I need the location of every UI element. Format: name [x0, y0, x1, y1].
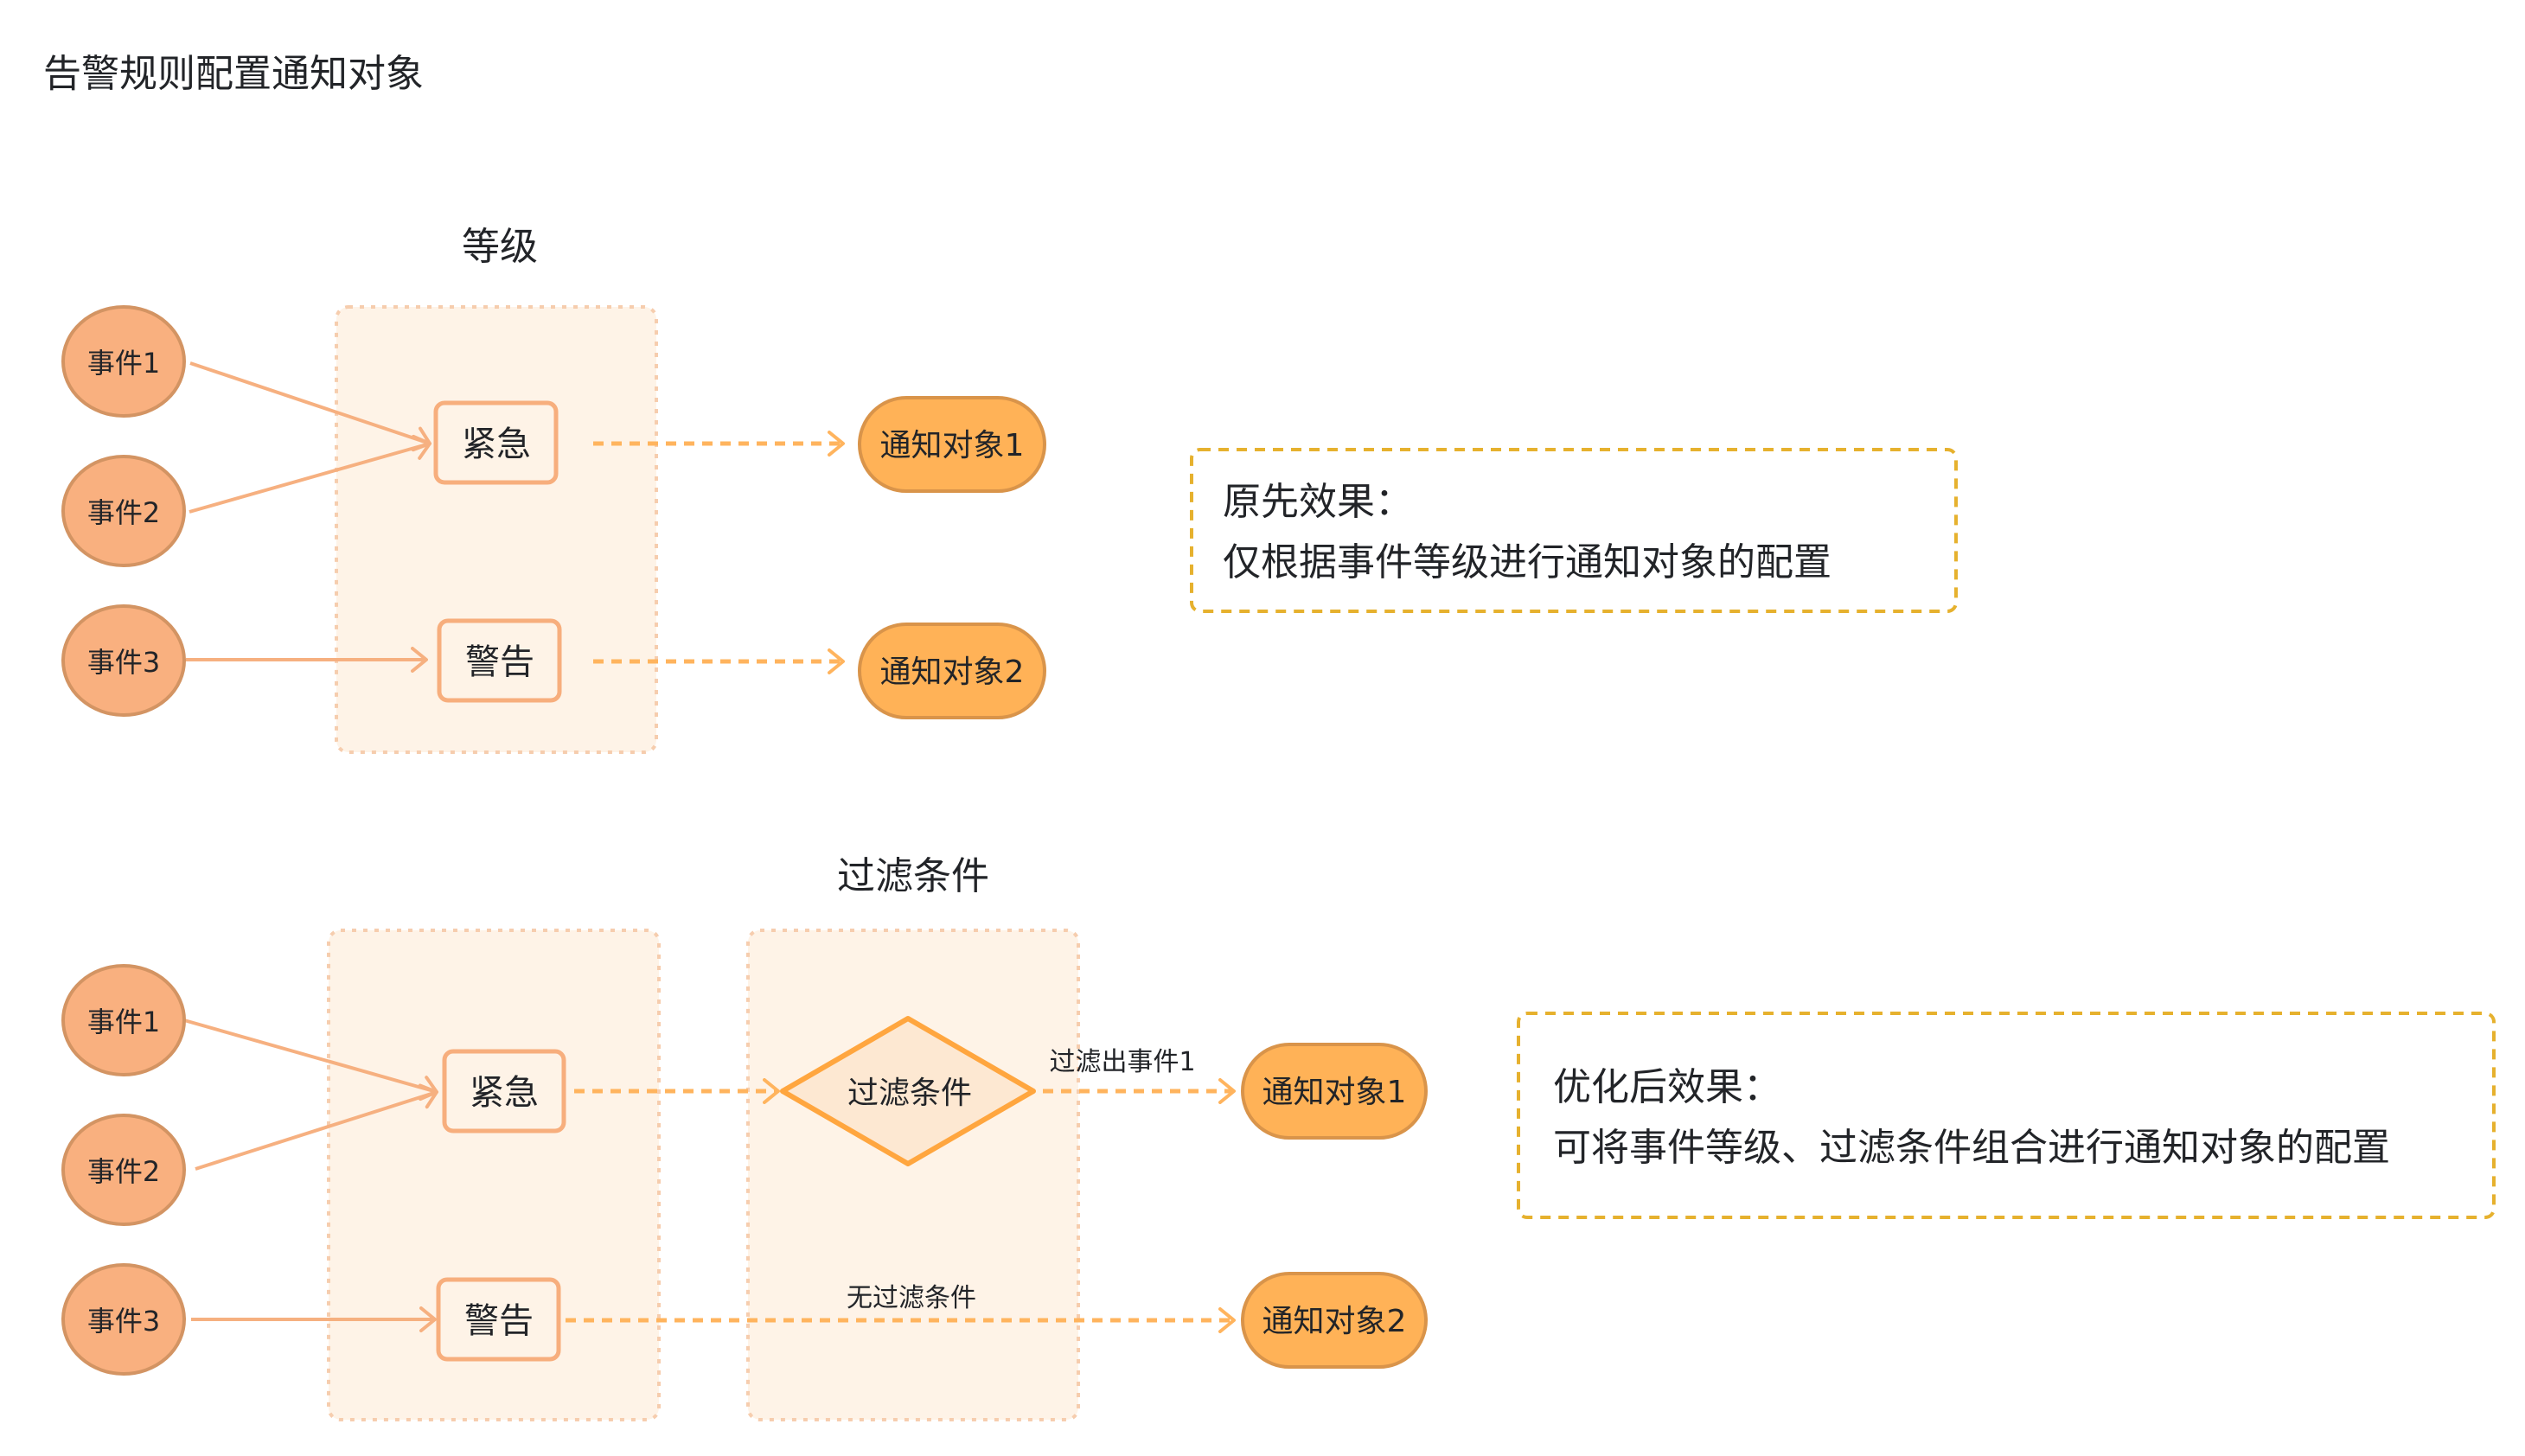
level-group-box — [327, 929, 661, 1421]
note-body: 可将事件等级、过滤条件组合进行通知对象的配置 — [1553, 1126, 2390, 1170]
optimized-section: 过滤条件 事件1 事件2 事件3 紧急 警告 — [61, 854, 2496, 1421]
optimized-effect-note: 优化后效果： 可将事件等级、过滤条件组合进行通知对象的配置 — [1517, 1012, 2496, 1219]
no-filter-label: 无过滤条件 — [847, 1283, 976, 1313]
notify-target-node[interactable]: 通知对象2 — [858, 623, 1046, 719]
arrow-event1-to-urgent — [189, 361, 431, 452]
notify-target-label: 通知对象2 — [880, 655, 1025, 690]
event-label: 事件1 — [87, 1006, 160, 1038]
filter-group-title: 过滤条件 — [837, 854, 989, 898]
note-body: 仅根据事件等级进行通知对象的配置 — [1223, 540, 1831, 584]
note-heading: 优化后效果： — [1553, 1065, 1781, 1109]
filter-condition-label: 过滤条件 — [847, 1076, 972, 1111]
filter-group-box — [746, 929, 1080, 1421]
original-section: 等级 事件1 事件2 事件3 紧急 警告 — [61, 225, 1958, 754]
note-heading: 原先效果： — [1223, 480, 1413, 524]
event-node[interactable]: 事件2 — [61, 455, 186, 567]
notify-target-label: 通知对象2 — [1262, 1304, 1407, 1339]
arrow-event2-to-urgent — [195, 1083, 438, 1171]
level-node-urgent[interactable]: 紧急 — [433, 400, 559, 485]
event-label: 事件2 — [87, 1155, 160, 1188]
level-label: 紧急 — [470, 1073, 539, 1113]
level-node-warning[interactable]: 警告 — [437, 618, 562, 703]
arrow-event1-to-urgent — [183, 1019, 438, 1102]
notify-target-label: 通知对象1 — [1262, 1075, 1407, 1110]
event-label: 事件3 — [87, 646, 160, 679]
notify-target-node[interactable]: 通知对象1 — [858, 396, 1046, 493]
page-title: 告警规则配置通知对象 — [43, 52, 424, 96]
original-effect-note: 原先效果： 仅根据事件等级进行通知对象的配置 — [1190, 448, 1958, 613]
event-label: 事件1 — [87, 347, 160, 380]
level-node-warning[interactable]: 警告 — [436, 1277, 561, 1362]
notify-target-node[interactable]: 通知对象2 — [1241, 1272, 1428, 1369]
filter-condition-node[interactable]: 过滤条件 — [780, 1016, 1036, 1166]
level-node-urgent[interactable]: 紧急 — [442, 1049, 566, 1134]
event-label: 事件3 — [87, 1305, 160, 1338]
event-node[interactable]: 事件3 — [61, 1263, 186, 1376]
level-label: 警告 — [464, 1301, 534, 1341]
event-node[interactable]: 事件3 — [61, 604, 186, 717]
event-node[interactable]: 事件2 — [61, 1114, 186, 1226]
event-label: 事件2 — [87, 496, 160, 529]
notify-target-label: 通知对象1 — [880, 428, 1025, 463]
level-label: 紧急 — [462, 425, 531, 464]
event-node[interactable]: 事件1 — [61, 305, 186, 418]
event-node[interactable]: 事件1 — [61, 964, 186, 1076]
notify-target-node[interactable]: 通知对象1 — [1241, 1043, 1428, 1140]
arrow-event2-to-urgent — [189, 434, 431, 514]
level-group-title: 等级 — [462, 225, 538, 269]
filter-out-label: 过滤出事件1 — [1049, 1047, 1195, 1077]
level-group-box — [335, 305, 658, 754]
level-label: 警告 — [465, 642, 534, 682]
